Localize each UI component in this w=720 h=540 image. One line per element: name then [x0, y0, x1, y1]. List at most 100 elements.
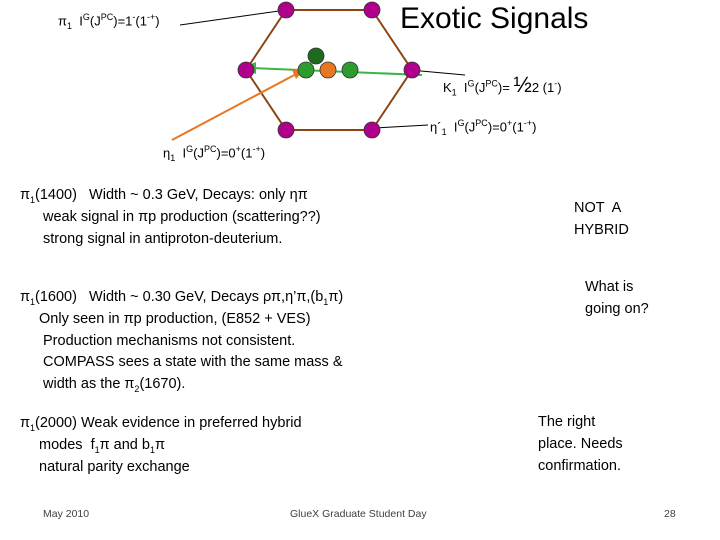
label-k1-d: 2 (1: [531, 80, 555, 95]
label-etaprime1: η´1 IG(JPC)=0+(1-+): [430, 118, 536, 137]
s1600-line-4a: width as the π: [43, 376, 135, 392]
s1400-sub: 1: [30, 194, 36, 205]
dot-magenta-bottom-right: [363, 121, 381, 139]
s2000-line-1b: π and b: [99, 437, 150, 453]
label-eta1-sub: 1: [170, 152, 176, 163]
s1600-end: π): [328, 289, 344, 305]
label-k1: K1 IG(JPC)= ½2 (1-): [443, 72, 562, 98]
label-k1-half: ½: [513, 72, 532, 97]
label-etaprime1-symbol: η´: [430, 119, 442, 135]
label-etaprime1-sup1: G: [457, 118, 465, 128]
label-eta1-sup4: -+: [252, 144, 261, 154]
note-1-line-1: NOT A: [574, 200, 622, 216]
note-3-line-1: The right: [538, 414, 596, 430]
label-eta1-sup1: G: [186, 144, 194, 154]
s1600-line-4: width as the π2(1670).: [43, 373, 185, 400]
s2000-line-1c: π: [154, 437, 165, 453]
s1600-mass: (1600): [35, 289, 77, 305]
label-pi1-sup4: -+: [146, 12, 156, 22]
label-eta1-a: I: [182, 145, 187, 161]
section-pi1-1600-heading: π1(1600) Width ~ 0.30 GeV, Decays ρπ,η’π…: [20, 286, 343, 313]
label-eta1-d: (1: [240, 145, 253, 161]
s1600-line-2: Production mechanisms not consistent.: [43, 333, 296, 349]
pointer-line-etap1: [374, 124, 429, 129]
label-etaprime1-a: I: [453, 119, 458, 135]
s1600-sub2: 1: [323, 296, 329, 307]
dot-magenta-left: [237, 61, 255, 79]
pointer-line-pi1: [179, 9, 287, 26]
label-etaprime1-b: (J: [464, 119, 476, 135]
s2000-line-2: natural parity exchange: [39, 459, 190, 475]
label-eta1-b: (J: [193, 145, 204, 161]
label-k1-e: ): [557, 80, 562, 95]
dot-magenta-top-left: [277, 1, 295, 19]
label-etaprime1-sup4: -+: [523, 118, 533, 128]
dot-magenta-top-right: [363, 1, 381, 19]
label-k1-symbol: K: [443, 80, 452, 95]
label-eta1: η1 IG(JPC)=0+(1-+): [163, 144, 265, 163]
label-pi1-sup3: -: [132, 12, 136, 22]
s2000-line-1sub2: 1: [149, 444, 155, 455]
s2000-line-1: modes f1π and b1π: [39, 434, 165, 461]
label-k1-sub: 1: [451, 87, 457, 98]
label-k1-sup1: G: [467, 78, 475, 89]
footer-page-number: 28: [664, 508, 676, 520]
label-eta1-c: )=0: [216, 145, 236, 161]
label-pi1-sup2: PC: [100, 12, 114, 22]
dot-green-center-top: [307, 47, 325, 65]
label-eta1-e: ): [260, 145, 266, 161]
note-the-right-place: The right place. Needs confirmation.: [538, 411, 623, 477]
dot-orange-center: [319, 61, 337, 79]
s2000-text: Weak evidence in preferred hybrid: [76, 415, 302, 431]
s2000-symbol: π: [20, 415, 31, 431]
footer-center: GlueX Graduate Student Day: [290, 508, 427, 520]
label-etaprime1-sup2: PC: [475, 118, 488, 128]
s1400-line-1: weak signal in πp production (scattering…: [43, 209, 321, 225]
slide-title: Exotic Signals: [400, 2, 589, 35]
label-etaprime1-d: (1: [512, 119, 524, 135]
label-k1-sup2: PC: [485, 78, 498, 89]
label-pi1-e: ): [155, 13, 160, 29]
s1400-line-2: strong signal in antiproton-deuterium.: [43, 231, 283, 247]
dot-green-center-right: [341, 61, 359, 79]
s2000-line-1sub: 1: [94, 444, 100, 455]
green-arrow: [251, 67, 423, 76]
orange-arrow: [171, 71, 301, 141]
s1600-sub: 1: [30, 296, 36, 307]
section-pi1-1400-heading: π1(1400) Width ~ 0.3 GeV, Decays: only η…: [20, 184, 308, 211]
label-eta1-sup2: PC: [203, 144, 217, 154]
label-pi1-d: (1: [135, 13, 147, 29]
s1600-line-1: Only seen in πp production, (E852 + VES): [39, 311, 311, 327]
s1400-mass: (1400): [35, 187, 77, 203]
label-etaprime1-e: ): [532, 119, 537, 135]
s1400-symbol: π: [20, 187, 31, 203]
dot-green-center-left: [297, 61, 315, 79]
s1600-line-4sub: 2: [134, 383, 140, 394]
s1600-line-3: COMPASS sees a state with the same mass …: [43, 354, 343, 370]
dot-magenta-right: [403, 61, 421, 79]
note-not-a-hybrid: NOT A HYBRID: [574, 197, 629, 241]
label-etaprime1-c: )=0: [487, 119, 507, 135]
note-what-is-going-on: What is going on?: [585, 276, 649, 320]
label-k1-c: )=: [497, 80, 514, 95]
label-k1-sup3: -: [554, 78, 558, 89]
label-k1-b: (J: [474, 80, 486, 95]
label-pi1: π1 IG(JPC)=1-(1-+): [58, 12, 160, 31]
s2000-mass: (2000): [35, 415, 77, 431]
note-3-line-3: confirmation.: [538, 458, 622, 474]
s1600-symbol: π: [20, 289, 31, 305]
note-2-line-1: What is: [585, 279, 634, 295]
footer-date: May 2010: [43, 508, 90, 520]
label-eta1-symbol: η: [163, 145, 171, 161]
label-pi1-symbol: π: [58, 13, 67, 29]
note-3-line-2: place. Needs: [538, 436, 623, 452]
label-pi1-sub: 1: [66, 20, 72, 31]
s1400-text: Width ~ 0.3 GeV, Decays: only ηπ: [76, 187, 308, 203]
note-1-line-2: HYBRID: [574, 222, 629, 238]
label-etaprime1-sup3: +: [506, 118, 513, 128]
section-pi1-2000-heading: π1(2000) Weak evidence in preferred hybr…: [20, 412, 302, 439]
s1600-line-4b: (1670).: [139, 376, 186, 392]
dot-magenta-bottom-left: [277, 121, 295, 139]
label-eta1-sup3: +: [235, 144, 241, 154]
label-pi1-a: I: [79, 13, 83, 29]
